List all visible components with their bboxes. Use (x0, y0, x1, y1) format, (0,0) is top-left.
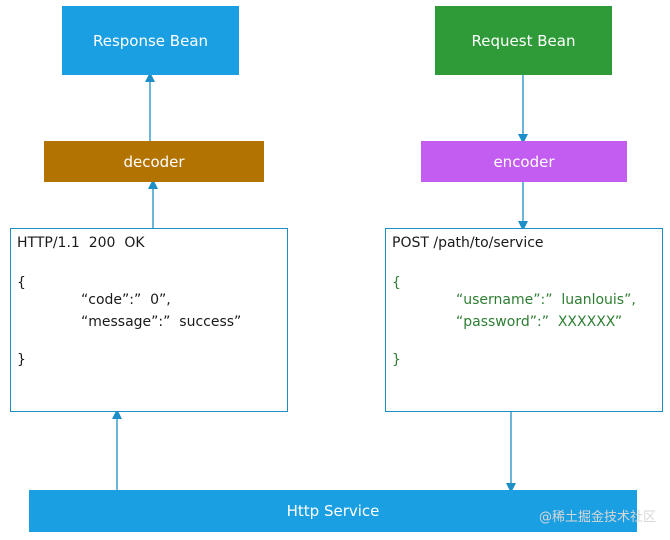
response-open-brace: { (17, 275, 26, 291)
request-password-line: “password”:” XXXXXX” (456, 314, 623, 330)
encoder-box: encoder (421, 141, 627, 182)
request-bean-label: Request Bean (471, 31, 576, 50)
request-bean-box: Request Bean (435, 6, 612, 75)
response-status-line: HTTP/1.1 200 OK (17, 235, 145, 251)
http-request-panel: POST /path/to/service { “username”:” lua… (385, 228, 663, 412)
http-service-bar: Http Service (29, 490, 637, 532)
response-bean-box: Response Bean (62, 6, 239, 75)
request-open-brace: { (392, 275, 401, 291)
http-response-panel: HTTP/1.1 200 OK { “code”:” 0”, “message”… (10, 228, 288, 412)
decoder-box: decoder (44, 141, 264, 182)
response-code-line: “code”:” 0”, (81, 292, 171, 308)
response-message-line: “message”:” success” (81, 314, 242, 330)
http-service-label: Http Service (286, 502, 380, 520)
request-close-brace: } (392, 352, 401, 368)
request-username-line: “username”:” luanlouis”, (456, 292, 636, 308)
response-close-brace: } (17, 352, 26, 368)
request-line: POST /path/to/service (392, 235, 544, 251)
decoder-label: decoder (123, 152, 185, 171)
encoder-label: encoder (493, 152, 555, 171)
watermark: @稀土掘金技术社区 (538, 510, 656, 525)
response-bean-label: Response Bean (92, 31, 209, 50)
